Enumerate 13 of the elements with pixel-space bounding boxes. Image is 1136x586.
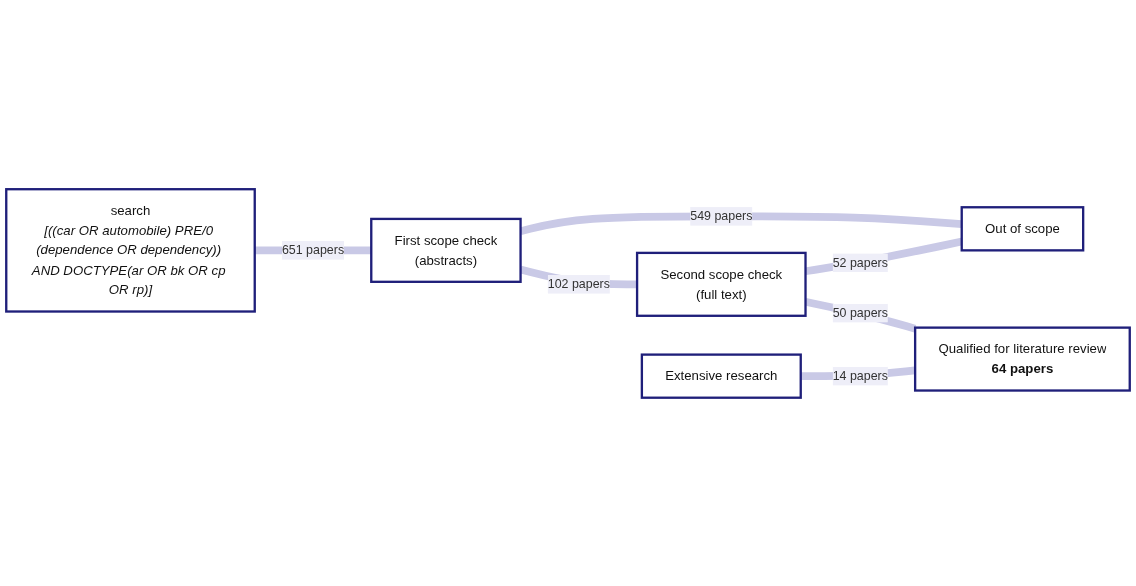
node-box: Second scope check (full text) [635,251,807,317]
edge-label: 102 papers [547,276,610,291]
node-box: Qualified for literature review 64 papers [913,326,1131,392]
edge-label: 549 papers [690,208,753,223]
node-box: First scope check (abstracts) [370,217,522,283]
edge-label: 52 papers [832,255,888,269]
node-box: search [((car OR automobile) PRE/0 (dependence OR dependency)) AND DOCTYPE(ar OR bk OR cp OR rp)] [5,187,256,313]
edge-label: 50 papers [832,305,888,319]
node-box: Extensive research [640,352,802,399]
edge-label: 14 papers [832,368,888,382]
connector [804,237,963,275]
edge-label: 651 papers [281,242,345,257]
node-box: Out of scope [960,205,1085,252]
